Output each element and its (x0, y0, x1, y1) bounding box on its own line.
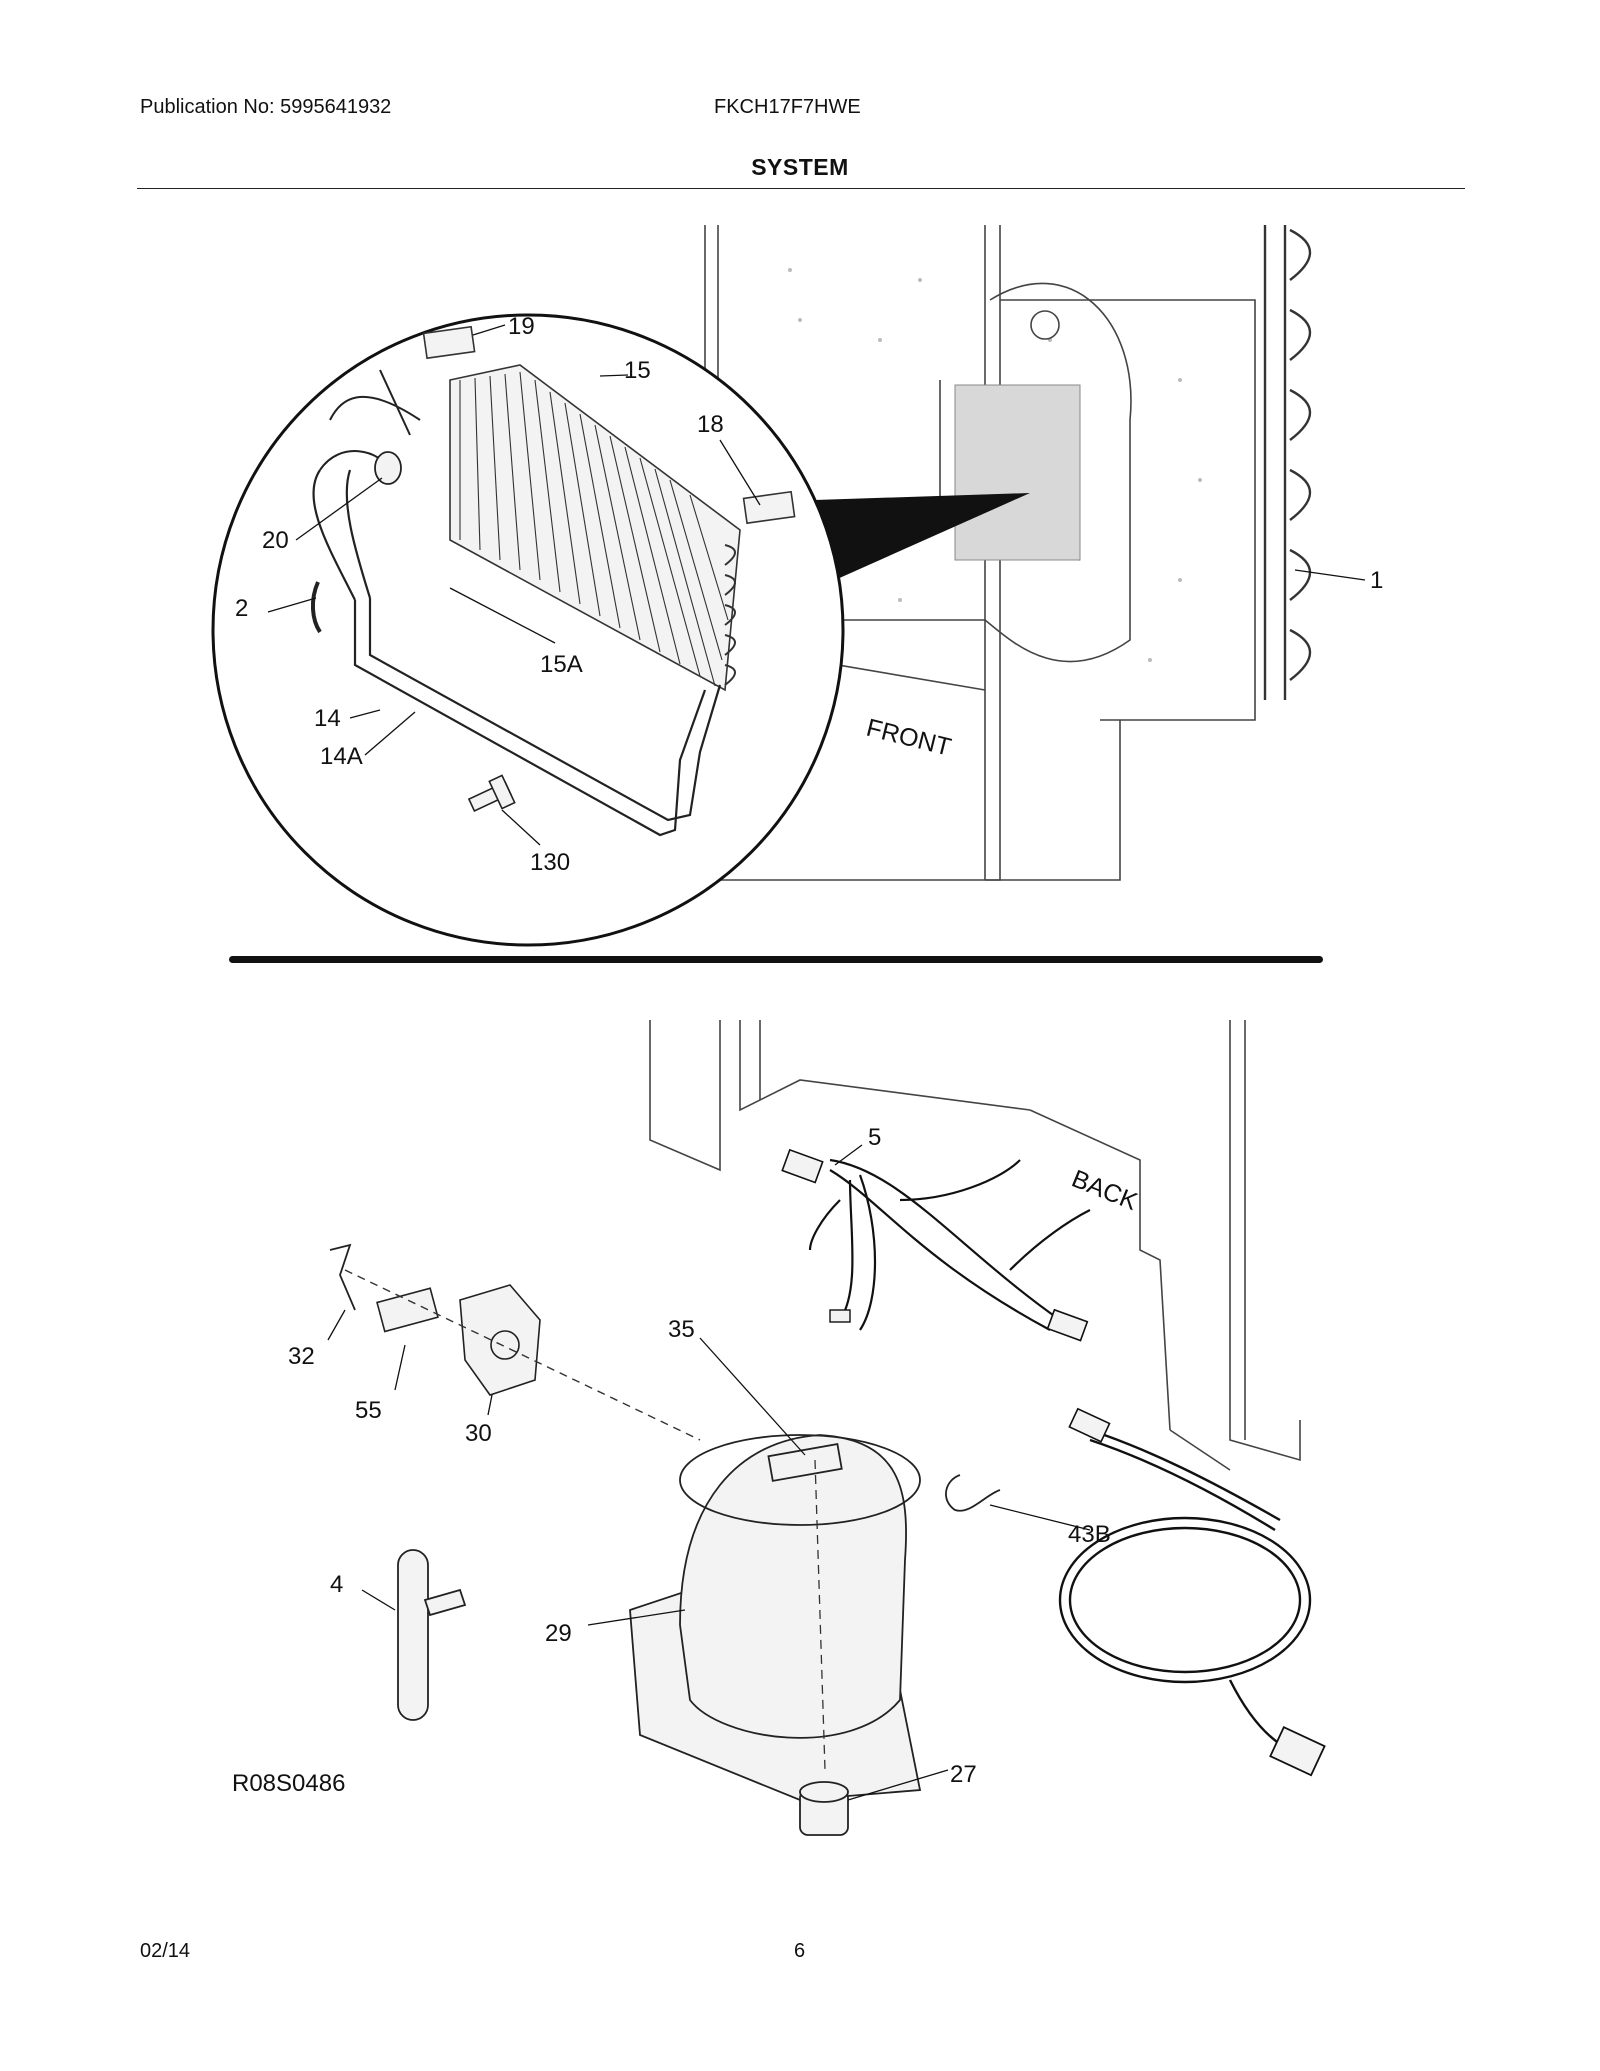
grommet-27 (799, 1781, 849, 1836)
callout-43b: 43B (1068, 1521, 1111, 1548)
overload-clip-32 (329, 1243, 356, 1311)
callout-35: 35 (668, 1316, 695, 1343)
callout-1: 1 (1370, 567, 1383, 594)
callout-14: 14 (314, 705, 341, 732)
harness-connector-c (829, 1309, 851, 1323)
callout-2: 2 (235, 595, 248, 622)
cabinet-base-outline (649, 1020, 1301, 1471)
relay-55 (376, 1287, 439, 1333)
cord-plug (1269, 1726, 1326, 1777)
callout-15a: 15A (540, 651, 583, 678)
back-label: BACK (1068, 1165, 1142, 1217)
evaporator (449, 364, 741, 692)
callout-32: 32 (288, 1343, 315, 1370)
figure-id: R08S0486 (232, 1770, 346, 1797)
drier-4 (397, 1549, 467, 1721)
leader-1 (1294, 569, 1366, 581)
detail-pointer (815, 493, 1030, 580)
callout-29: 29 (545, 1620, 572, 1647)
publication-number: Publication No: 5995641932 (140, 96, 392, 118)
callout-20: 20 (262, 527, 289, 554)
drain-pad-19 (422, 325, 476, 360)
compressor-29 (629, 1434, 922, 1801)
callout-19: 19 (508, 313, 535, 340)
heater-loop (312, 469, 722, 837)
bolt-130 (467, 774, 516, 812)
clip-2 (311, 581, 322, 634)
callout-4: 4 (330, 1571, 343, 1598)
callout-30: 30 (465, 1420, 492, 1447)
detail-leaders (267, 324, 761, 846)
callout-14a: 14A (320, 743, 363, 770)
callout-55: 55 (355, 1397, 382, 1424)
thermostat-20 (374, 451, 402, 485)
power-cord (1058, 1428, 1312, 1752)
callout-15: 15 (624, 357, 651, 384)
fan-hole (1030, 310, 1060, 340)
section-divider (229, 956, 1323, 963)
clip-43b (945, 1474, 1001, 1512)
harness-connector-b (1046, 1308, 1089, 1342)
harness-connector-a (781, 1148, 824, 1184)
model-number: FKCH17F7HWE (714, 96, 861, 118)
page-number: 6 (794, 1940, 806, 1962)
cord-connector (1068, 1407, 1111, 1443)
footer-date: 02/14 (140, 1940, 191, 1962)
wire-harness-5 (808, 1158, 1091, 1331)
assembly-dashed-line (344, 1269, 701, 1441)
compressor-centerline (814, 1459, 826, 1771)
callout-130: 130 (530, 849, 570, 876)
callout-18: 18 (697, 411, 724, 438)
callout-5: 5 (868, 1124, 881, 1151)
header-rule (137, 188, 1465, 189)
callout-27: 27 (950, 1761, 977, 1788)
detail-circle (211, 313, 845, 947)
relay-30 (459, 1284, 541, 1396)
lower-leaders (327, 1144, 1091, 1801)
section-title: SYSTEM (751, 154, 849, 180)
evaporator-opening (954, 384, 1081, 561)
